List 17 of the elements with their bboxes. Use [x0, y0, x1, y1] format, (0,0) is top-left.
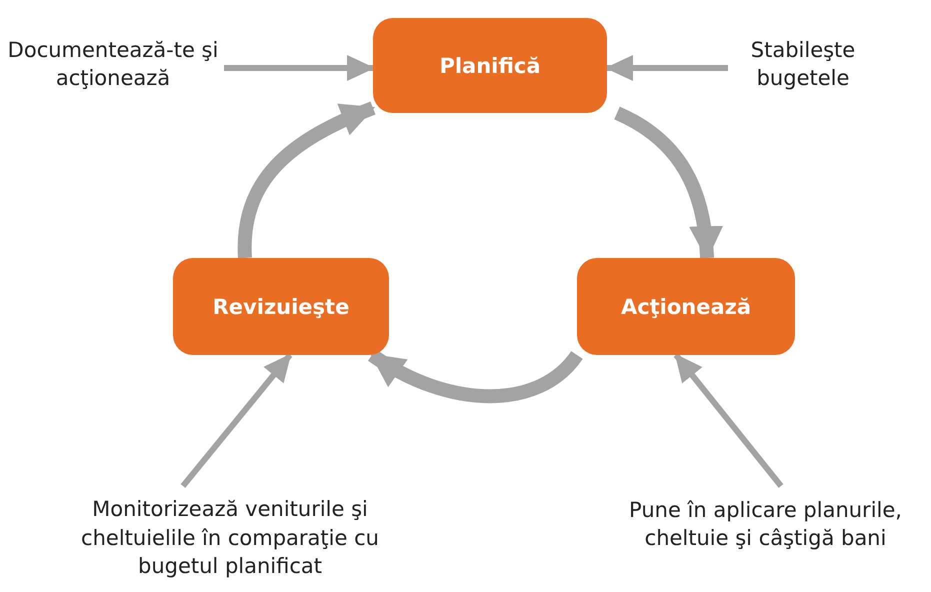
- step-label: Planifică: [439, 54, 541, 78]
- note-text: Documentează-te şi acţionează: [6, 36, 220, 92]
- note-text: Monitorizează veniturile şi cheltuielile în comparaţie cu bugetul planificat: [80, 496, 380, 580]
- step-label: Revizuieşte: [212, 294, 350, 318]
- cycle-arrow: [238, 102, 376, 258]
- cycle-arrow: [368, 349, 582, 404]
- step-box: [577, 258, 795, 355]
- arrow: [674, 353, 784, 488]
- step-box: [173, 258, 389, 355]
- cycle-arrow: [614, 106, 722, 260]
- arrow: [180, 353, 292, 488]
- arrow: [224, 55, 375, 81]
- step-box: [373, 18, 607, 113]
- note-text: Pune în aplicare planurile, cheltuie şi câştigă bani: [628, 496, 903, 552]
- step-label: Acţionează: [620, 294, 752, 318]
- arrow: [605, 55, 728, 81]
- note-text: Stabileşte bugetele: [750, 36, 856, 92]
